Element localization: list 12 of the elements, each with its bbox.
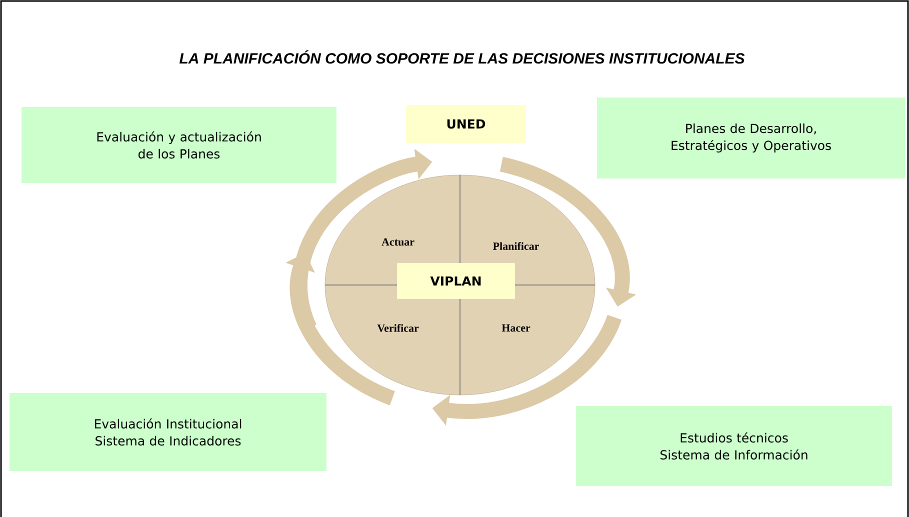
text-box: UNED [406,105,526,143]
quadrant-label: Planificar [492,242,539,250]
title: LA PLANIFICACIÓN COMO SOPORTE DE LAS DECISIONES INSTITUCIONALES [179,50,745,64]
text-box: VIPLAN [397,263,515,299]
cycle-circle [324,174,596,396]
text-box: Planes de Desarrollo, Estratégicos y Operativos [597,98,905,178]
quadrant-label: Hacer [502,324,530,332]
text-box: Evaluación y actualización de los Planes [22,107,336,183]
quadrant-label: Actuar [382,238,414,246]
quadrant-label: Verificar [377,324,419,332]
text-box: Evaluación Institucional Sistema de Indicadores [10,393,326,471]
text-box: Estudios técnicos Sistema de Información [576,406,892,486]
